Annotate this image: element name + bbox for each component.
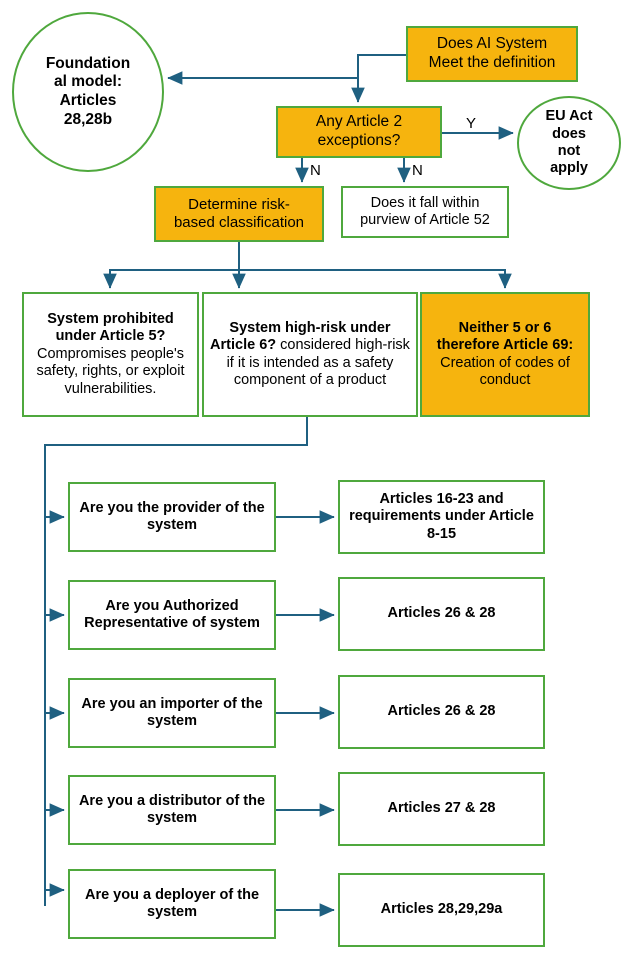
edge-bus-to-deployer [44, 810, 65, 897]
node-question-importer[interactable]: Are you an importer of the system [68, 678, 276, 748]
node-determine-risk-based-classification[interactable]: Determine risk- based classification [154, 186, 324, 242]
node-neither-heading: Neither 5 or 6 therefore Article 69: [436, 319, 574, 354]
node-question-importer-label: Are you an importer of the system [81, 695, 263, 729]
node-answer-deployer-label: Articles 28,29,29a [380, 901, 503, 918]
node-does-ai-system-meet-definition[interactable]: Does AI System Meet the definition [406, 26, 578, 82]
node-question-authorized-representative-label: Are you Authorized Representative of sys… [84, 597, 260, 631]
node-determine-label: Determine risk- based classification [173, 196, 305, 231]
node-question-distributor-label: Are you a distributor of the system [78, 792, 266, 826]
node-prohibited-heading: System prohibited under Article 5? [47, 311, 174, 345]
node-answer-authorized-representative-articles[interactable]: Articles 26 & 28 [338, 577, 545, 651]
node-system-prohibited-article-5[interactable]: System prohibited under Article 5? Compr… [22, 292, 199, 417]
node-question-distributor[interactable]: Are you a distributor of the system [68, 775, 276, 845]
node-purview-of-article-52[interactable]: Does it fall within purview of Article 5… [341, 186, 509, 238]
node-question-deployer-label: Are you a deployer of the system [84, 886, 260, 920]
node-neither-5-or-6-article-69[interactable]: Neither 5 or 6 therefore Article 69: Cre… [420, 292, 590, 417]
node-neither-body: Creation of codes of conduct [440, 354, 570, 388]
node-answer-distributor-articles[interactable]: Articles 27 & 28 [338, 772, 545, 846]
node-question-deployer[interactable]: Are you a deployer of the system [68, 869, 276, 939]
node-prohibited-body: Compromises people's safety, rights, or … [36, 345, 185, 397]
node-answer-provider-articles[interactable]: Articles 16-23 and requirements under Ar… [338, 480, 545, 554]
edge-label-no-left: N [310, 162, 321, 179]
node-question-provider[interactable]: Are you the provider of the system [68, 482, 276, 552]
node-eu-act-label: EU Act does not apply [545, 108, 593, 177]
node-answer-importer-label: Articles 26 & 28 [387, 703, 496, 720]
node-meet-definition-label: Does AI System Meet the definition [428, 35, 556, 71]
node-eu-act-does-not-apply[interactable]: EU Act does not apply [517, 96, 621, 190]
edge-determine-to-prohibited [103, 242, 240, 289]
node-system-high-risk-article-6[interactable]: System high-risk under Article 6? consid… [202, 292, 418, 417]
node-foundation-model-label: Foundation al model: Articles 28,28b [45, 54, 131, 128]
node-foundation-model[interactable]: Foundation al model: Articles 28,28b [12, 12, 164, 172]
edge-label-yes: Y [466, 115, 477, 132]
node-answer-authorized-representative-label: Articles 26 & 28 [387, 605, 496, 622]
node-question-provider-label: Are you the provider of the system [79, 499, 265, 533]
edge-meetdef-to-foundation [167, 54, 406, 85]
node-article52-label: Does it fall within purview of Article 5… [360, 194, 490, 228]
edge-bus-to-authrep [44, 517, 65, 622]
edge-determine-to-neither [239, 269, 512, 289]
node-answer-distributor-label: Articles 27 & 28 [387, 800, 496, 817]
node-article2-label: Any Article 2 exceptions? [315, 113, 403, 149]
node-high-risk-heading: System high-risk under Article 6? [210, 319, 391, 354]
node-answer-importer-articles[interactable]: Articles 26 & 28 [338, 675, 545, 749]
edge-label-no-right: N [412, 162, 423, 179]
node-high-risk-body: considered high-risk if it is intended a… [226, 337, 410, 388]
node-any-article-2-exceptions[interactable]: Any Article 2 exceptions? [276, 106, 442, 158]
node-answer-deployer-articles[interactable]: Articles 28,29,29a [338, 873, 545, 947]
node-question-authorized-representative[interactable]: Are you Authorized Representative of sys… [68, 580, 276, 650]
edge-bus-to-distributor [44, 713, 65, 817]
node-answer-provider-label: Articles 16-23 and requirements under Ar… [349, 490, 534, 542]
edge-bus-to-importer [44, 615, 65, 720]
